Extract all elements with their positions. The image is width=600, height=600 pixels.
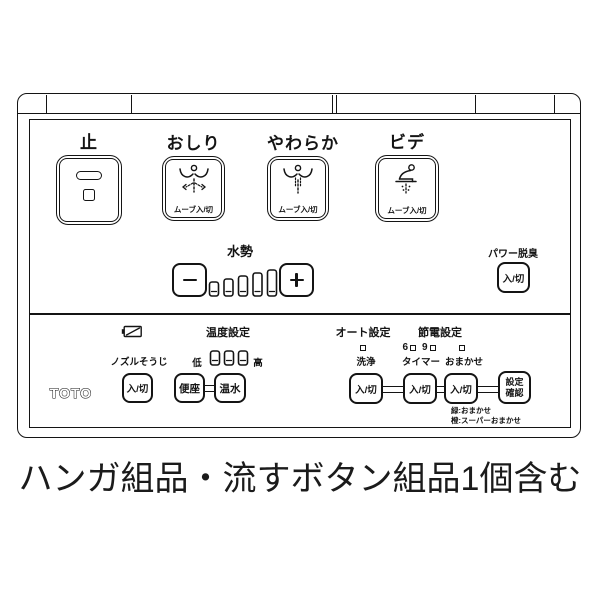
remote-control: 止 おしり ムーブ入/切 やわらか bbox=[17, 93, 581, 438]
plus-icon bbox=[289, 273, 304, 287]
setting-confirm-line2: 確認 bbox=[505, 387, 524, 398]
strip-tick bbox=[336, 95, 338, 113]
oshiri-move-label: ムーブ入/切 bbox=[173, 205, 214, 214]
yawaraka-move-label: ムーブ入/切 bbox=[278, 205, 318, 214]
eco-omakase-label: おまかせ bbox=[444, 357, 483, 368]
button-connector bbox=[205, 385, 214, 392]
stop-label: 止 bbox=[80, 133, 98, 152]
nozzle-clean-button[interactable]: 入/切 bbox=[122, 373, 153, 403]
eco-timer-9-indicator bbox=[429, 344, 436, 351]
temperature-level-indicator bbox=[209, 350, 249, 366]
panel-divider bbox=[29, 313, 571, 315]
eco-timer-6-label: 6 bbox=[402, 342, 408, 353]
yawaraka-button[interactable]: ムーブ入/切 bbox=[267, 156, 329, 221]
stop-button[interactable] bbox=[56, 155, 122, 225]
yawaraka-label: やわらか bbox=[267, 134, 339, 153]
button-connector bbox=[478, 386, 498, 393]
temperature-low-label: 低 bbox=[192, 358, 202, 369]
temperature-setting-label: 温度設定 bbox=[206, 327, 250, 339]
setting-confirm-button[interactable]: 設定 確認 bbox=[498, 371, 531, 404]
eco-timer-label: タイマー bbox=[401, 357, 440, 368]
button-connector bbox=[437, 386, 444, 393]
strip-tick bbox=[46, 95, 48, 113]
eco-timer-6-indicator bbox=[410, 344, 416, 351]
water-pressure-minus-button[interactable] bbox=[172, 263, 207, 297]
eco-led-note-green: 緑:おまかせ bbox=[451, 406, 491, 415]
power-deodorizer-label: パワー脱臭 bbox=[488, 249, 538, 260]
oshiri-button[interactable]: ムーブ入/切 bbox=[162, 156, 225, 221]
eco-timer-button[interactable]: 入/切 bbox=[403, 373, 437, 404]
water-temperature-button[interactable]: 温水 bbox=[214, 373, 246, 403]
strip-tick bbox=[475, 95, 477, 113]
mount-strip-divider bbox=[18, 113, 580, 114]
temperature-high-label: 高 bbox=[253, 358, 263, 369]
toto-logo-text: TOTO bbox=[50, 385, 92, 401]
eco-led-notes: 緑:おまかせ 橙:スーパーおまかせ bbox=[451, 406, 521, 426]
eco-timer-hours: 6 9 bbox=[397, 342, 445, 353]
product-caption: ハンガ組品・流すボタン組品1個含む bbox=[18, 460, 582, 498]
oshiri-spray-icon bbox=[178, 164, 209, 193]
setting-confirm-line1: 設定 bbox=[505, 377, 524, 388]
seat-temperature-button[interactable]: 便座 bbox=[174, 373, 205, 403]
auto-setting-label: オート設定 bbox=[335, 327, 391, 339]
bide-button[interactable]: ムーブ入/切 bbox=[375, 155, 439, 222]
eco-setting-label: 節電設定 bbox=[418, 327, 462, 339]
battery-icon bbox=[121, 325, 142, 338]
eco-omakase-button[interactable]: 入/切 bbox=[444, 373, 478, 404]
auto-wash-indicator bbox=[360, 345, 366, 351]
strip-tick bbox=[332, 95, 334, 113]
toto-logo: TOTO bbox=[49, 385, 92, 402]
control-panel bbox=[29, 119, 571, 428]
stop-square-icon bbox=[83, 189, 95, 201]
water-pressure-level-indicator bbox=[208, 269, 278, 297]
water-pressure-label: 水勢 bbox=[226, 244, 253, 259]
oshiri-label: おしり bbox=[166, 134, 221, 153]
eco-led-note-orange: 橙:スーパーおまかせ bbox=[451, 416, 521, 426]
eco-timer-9-label: 9 bbox=[422, 342, 428, 353]
nozzle-clean-label: ノズルそうじ bbox=[110, 357, 168, 368]
stop-pill-icon bbox=[76, 171, 102, 180]
strip-tick bbox=[131, 95, 133, 113]
auto-wash-label: 洗浄 bbox=[356, 357, 376, 368]
button-connector bbox=[383, 386, 403, 393]
strip-tick bbox=[554, 95, 556, 113]
bide-spray-icon bbox=[395, 164, 417, 194]
auto-wash-button[interactable]: 入/切 bbox=[349, 373, 383, 404]
water-pressure-plus-button[interactable] bbox=[279, 263, 314, 297]
minus-icon bbox=[182, 278, 197, 282]
yawaraka-spray-icon bbox=[283, 164, 313, 194]
eco-omakase-indicator bbox=[459, 345, 465, 351]
bide-move-label: ムーブ入/切 bbox=[387, 206, 427, 215]
power-deodorizer-button[interactable]: 入/切 bbox=[497, 262, 530, 293]
bide-label: ビデ bbox=[389, 133, 425, 152]
